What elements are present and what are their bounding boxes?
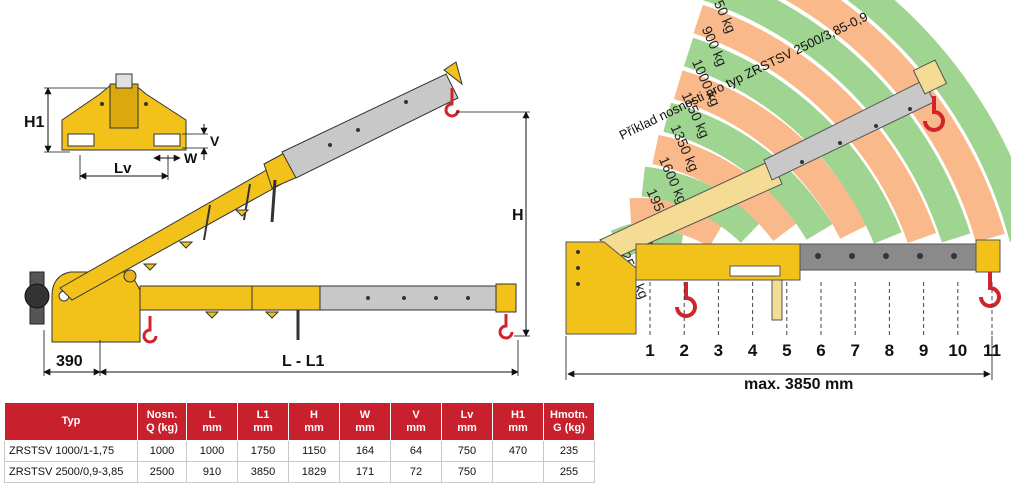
table-header-cell: Hmotn.G (kg) bbox=[543, 402, 595, 441]
load-band bbox=[663, 102, 833, 240]
table-cell: 64 bbox=[390, 440, 442, 462]
table-cell: 750 bbox=[441, 461, 493, 483]
right-raised-boom bbox=[599, 59, 948, 257]
raised-extension bbox=[281, 61, 463, 179]
h-label: H bbox=[512, 207, 524, 224]
position-label: 10 bbox=[948, 341, 967, 360]
h1-label: H1 bbox=[24, 114, 45, 131]
left-diagram: H1 Lv W V bbox=[24, 61, 530, 376]
fork-pocket-detail bbox=[61, 73, 187, 151]
raised-boom bbox=[59, 149, 301, 301]
v-label: V bbox=[210, 133, 220, 149]
dim-390-label: 390 bbox=[56, 353, 83, 370]
table-cell: 1000 bbox=[137, 440, 187, 462]
l-minus-l1-label: L - L1 bbox=[282, 353, 324, 370]
position-label: 5 bbox=[782, 341, 791, 360]
position-label: 8 bbox=[885, 341, 894, 360]
position-label: 1 bbox=[645, 341, 654, 360]
table-cell: 2500 bbox=[137, 461, 187, 483]
load-band bbox=[702, 0, 971, 243]
table-cell: 910 bbox=[186, 461, 238, 483]
table-cell: 1000 bbox=[186, 440, 238, 462]
table-cell: 1750 bbox=[237, 440, 289, 462]
table-cell: 470 bbox=[492, 440, 544, 462]
crane-diagram: H1 Lv W V bbox=[24, 0, 1011, 393]
load-band bbox=[847, 0, 1011, 242]
table-cell: 235 bbox=[543, 440, 595, 462]
horizontal-boom bbox=[139, 283, 517, 344]
position-label: 6 bbox=[816, 341, 825, 360]
lv-label: Lv bbox=[114, 160, 132, 177]
load-band bbox=[785, 0, 1005, 243]
position-label: 3 bbox=[714, 341, 723, 360]
table-cell bbox=[492, 461, 544, 483]
table-cell: ZRSTSV 1000/1-1,75 bbox=[4, 440, 138, 462]
table-cell: 171 bbox=[339, 461, 391, 483]
position-label: 2 bbox=[679, 341, 688, 360]
load-band bbox=[652, 134, 798, 242]
table-cell: 164 bbox=[339, 440, 391, 462]
position-label: 9 bbox=[919, 341, 928, 360]
table-cell: 1829 bbox=[288, 461, 340, 483]
table-cell: ZRSTSV 2500/0,9-3,85 bbox=[4, 461, 138, 483]
load-band bbox=[693, 4, 937, 244]
table-cell: 255 bbox=[543, 461, 595, 483]
max-dimension-label: max. 3850 mm bbox=[744, 376, 853, 393]
table-cell: 72 bbox=[390, 461, 442, 483]
table-cell: 1150 bbox=[288, 440, 340, 462]
position-label: 4 bbox=[748, 341, 758, 360]
table-cell: 750 bbox=[441, 440, 493, 462]
table-header-cell: Typ bbox=[4, 402, 138, 441]
position-label: 7 bbox=[850, 341, 859, 360]
w-label: W bbox=[184, 150, 198, 166]
table-cell: 3850 bbox=[237, 461, 289, 483]
table-header-cell: Nosn.Q (kg) bbox=[137, 402, 187, 441]
load-band bbox=[673, 70, 868, 239]
right-base bbox=[565, 239, 1001, 335]
load-band bbox=[683, 37, 902, 244]
